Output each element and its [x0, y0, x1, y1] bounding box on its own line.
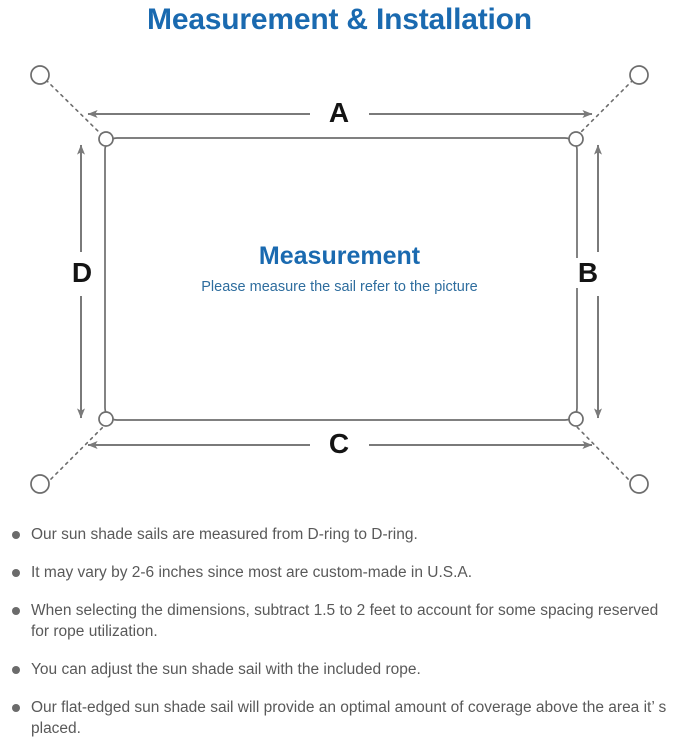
page-title: Measurement & Installation: [147, 3, 532, 36]
anchor-points: [30, 65, 649, 494]
note-item: Our sun shade sails are measured from D-…: [0, 524, 679, 545]
d-rings: [98, 131, 584, 427]
d-ring-bottom-right: [568, 411, 584, 427]
note-item: Our flat-edged sun shade sail will provi…: [0, 697, 679, 739]
rope-line-top-left: [45, 79, 105, 138]
note-text: Our sun shade sails are measured from D-…: [31, 526, 418, 543]
measurement-diagram: A B C D Measurement Please measure the s…: [0, 44, 679, 514]
d-ring-top-right: [568, 131, 584, 147]
rope-line-top-right: [575, 79, 634, 138]
dimension-label-d: D: [66, 258, 98, 288]
anchor-point-top-right: [629, 65, 649, 85]
rope-lines: [45, 79, 634, 485]
anchor-point-bottom-right: [629, 474, 649, 494]
note-text: It may vary by 2-6 inches since most are…: [31, 564, 473, 581]
rope-line-bottom-right: [575, 425, 634, 485]
rope-line-bottom-left: [45, 425, 105, 485]
anchor-point-top-left: [30, 65, 50, 85]
dimension-label-a: A: [317, 98, 361, 128]
note-text: Our flat-edged sun shade sail will provi…: [31, 699, 667, 737]
diagram-svg: [30, 65, 649, 494]
note-item: You can adjust the sun shade sail with t…: [0, 659, 679, 680]
sail-body: [104, 137, 578, 421]
bullet-icon: [12, 704, 20, 712]
note-item: When selecting the dimensions, subtract …: [0, 600, 679, 642]
d-ring-bottom-left: [98, 411, 114, 427]
d-ring-top-left: [98, 131, 114, 147]
note-text: You can adjust the sun shade sail with t…: [31, 661, 421, 678]
dimension-label-c: C: [317, 429, 361, 459]
dimension-label-b: B: [572, 258, 604, 288]
anchor-point-bottom-left: [30, 474, 50, 494]
notes-list: Our sun shade sails are measured from D-…: [0, 524, 679, 739]
note-item: It may vary by 2-6 inches since most are…: [0, 562, 679, 583]
bullet-icon: [12, 569, 20, 577]
note-text: When selecting the dimensions, subtract …: [31, 602, 659, 640]
bullet-icon: [12, 531, 20, 539]
bullet-icon: [12, 607, 20, 615]
bullet-icon: [12, 666, 20, 674]
